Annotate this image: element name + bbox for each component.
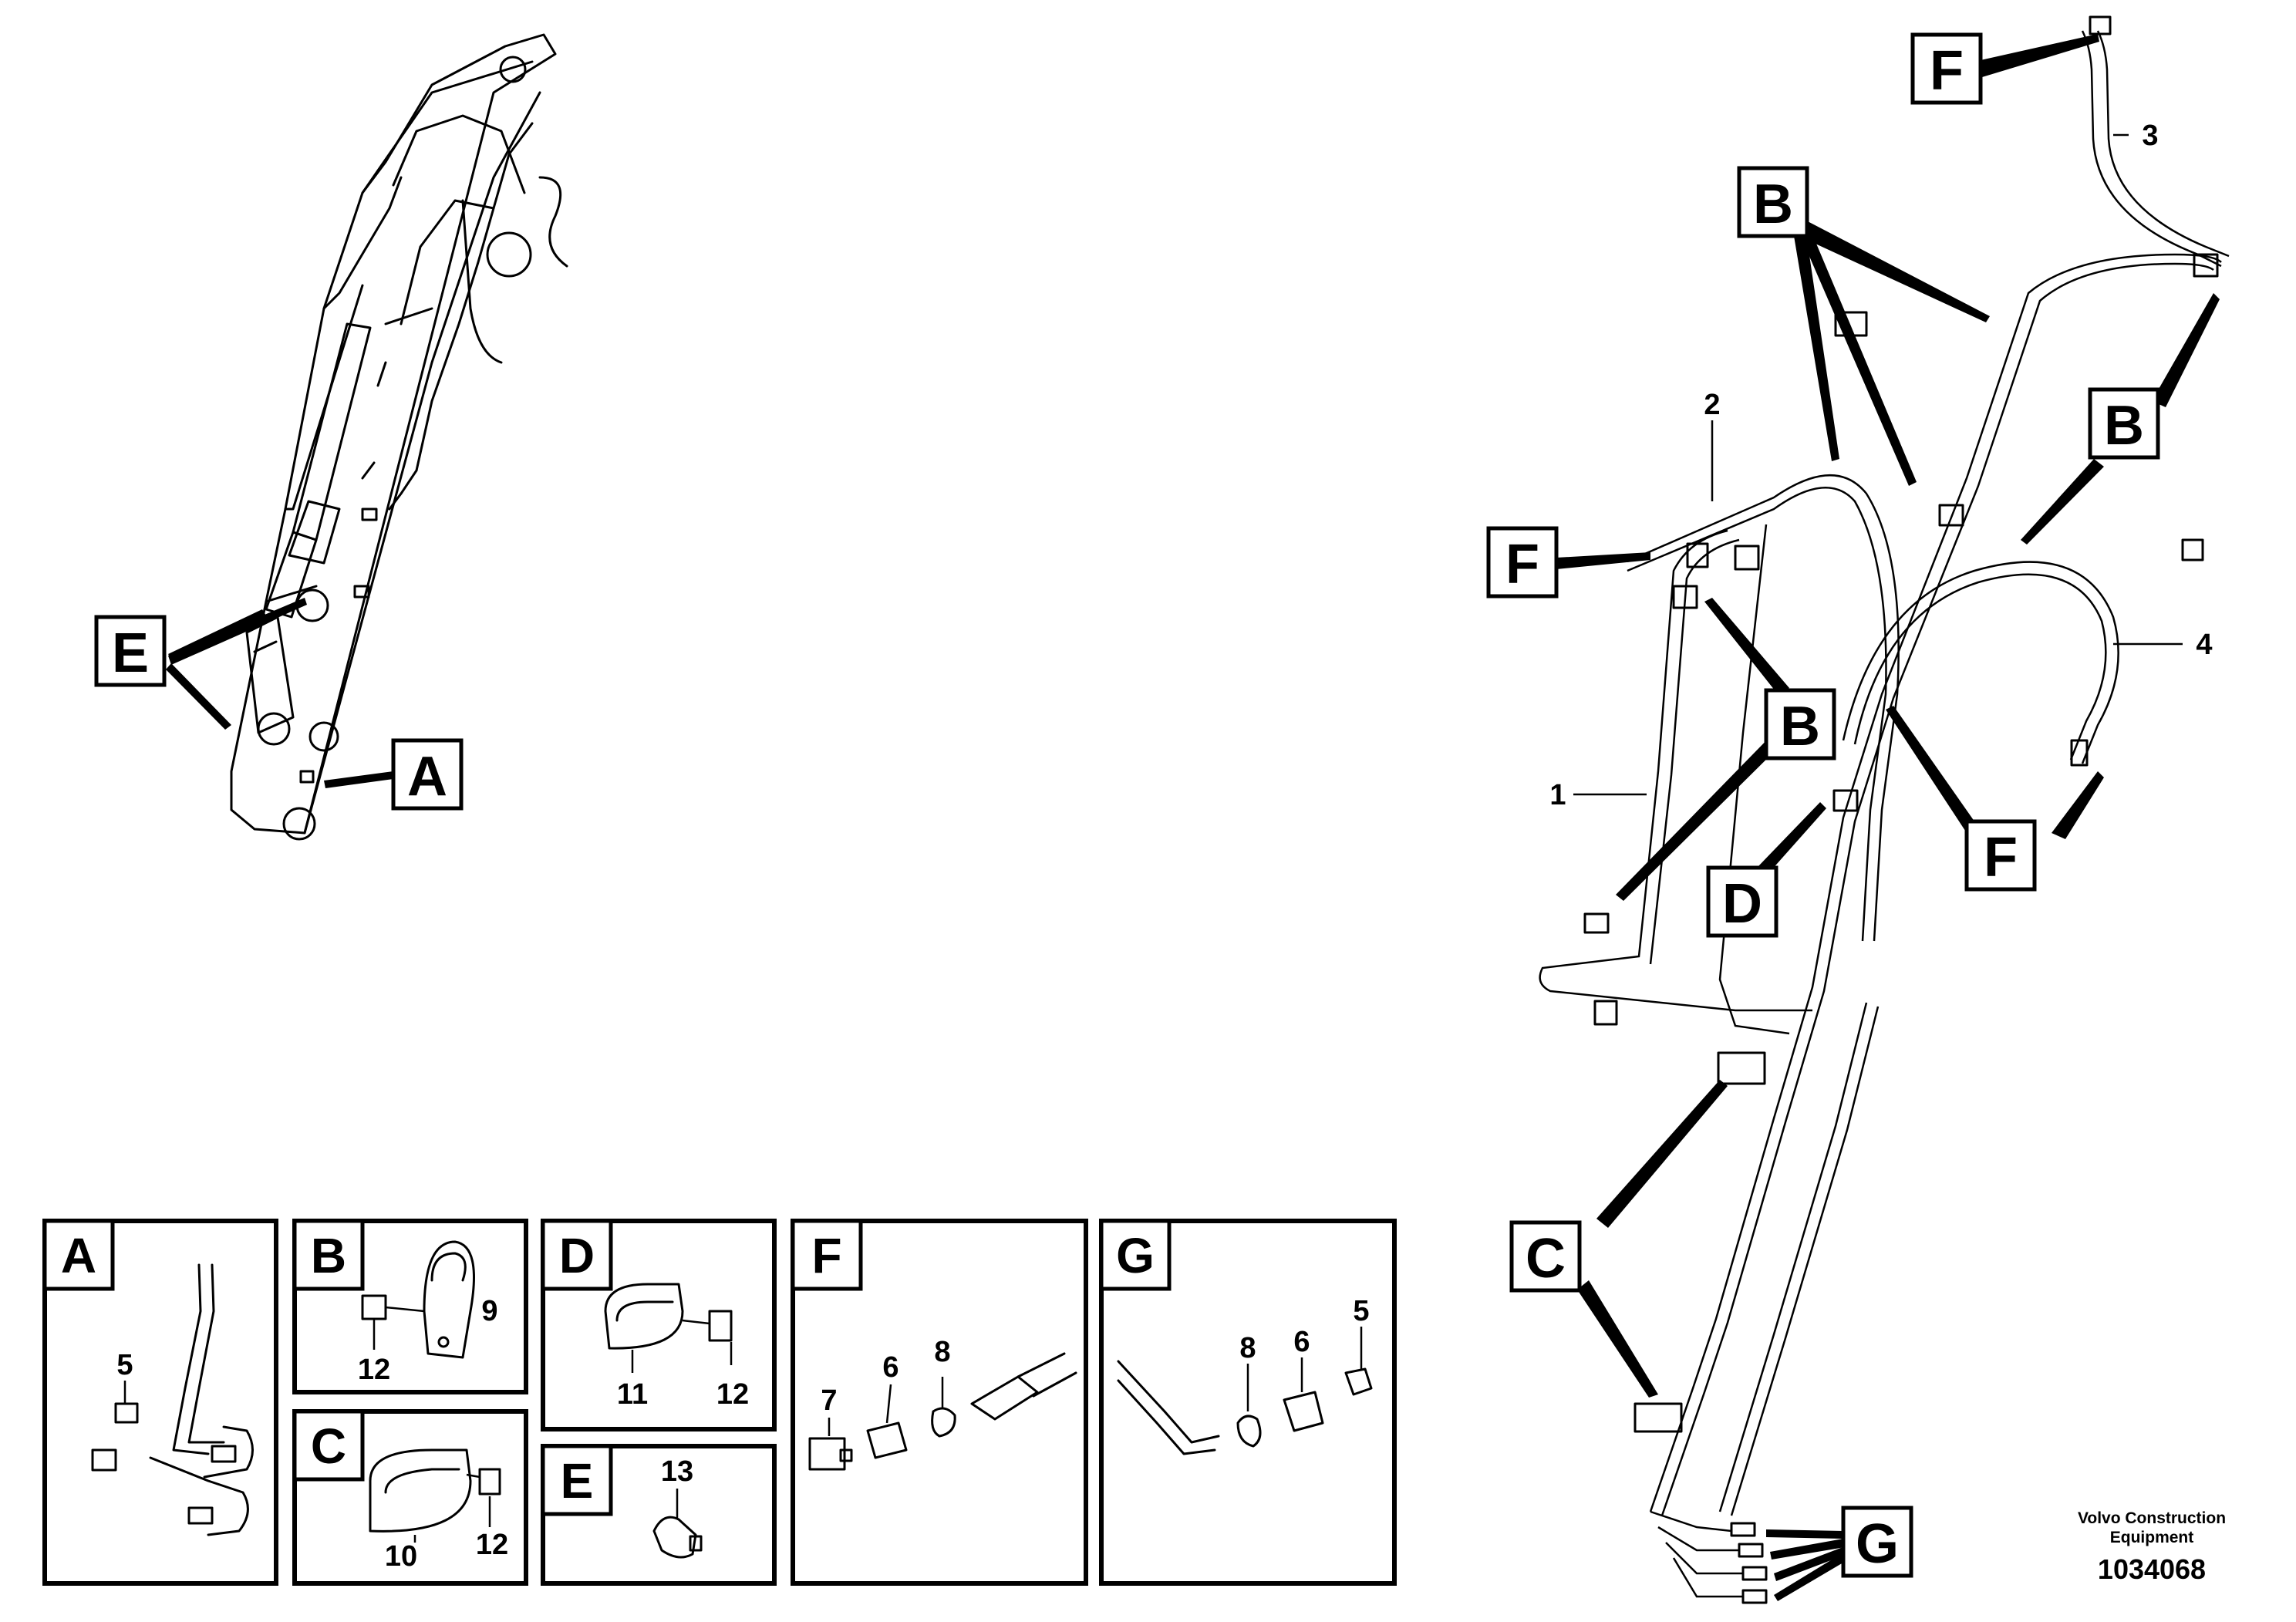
item-number-6: 6 bbox=[882, 1351, 899, 1384]
callout-f-top: F bbox=[1910, 32, 1983, 105]
svg-text:C: C bbox=[1526, 1228, 1566, 1290]
detail-panel-b: B 12 9 bbox=[292, 1219, 528, 1394]
item-number-13: 13 bbox=[661, 1455, 693, 1488]
hose-routing-illustration bbox=[1539, 15, 2230, 1604]
callout-b-top: B bbox=[1737, 166, 1809, 238]
svg-text:A: A bbox=[407, 746, 447, 808]
item-number-12: 12 bbox=[358, 1354, 390, 1386]
document-number: 1034068 bbox=[2098, 1553, 2206, 1585]
detail-panel-d: D 11 12 bbox=[541, 1219, 777, 1431]
callout-b-mid: B bbox=[1764, 688, 1836, 760]
svg-text:G: G bbox=[1116, 1228, 1155, 1283]
svg-text:A: A bbox=[61, 1228, 96, 1283]
item-number-5: 5 bbox=[116, 1349, 133, 1381]
callout-e: E bbox=[94, 615, 167, 687]
svg-text:B: B bbox=[1753, 174, 1793, 235]
boom-arm-illustration bbox=[230, 33, 568, 841]
callout-f-right: F bbox=[1964, 819, 2037, 892]
item-number-7: 7 bbox=[821, 1384, 837, 1417]
item-number-12: 12 bbox=[476, 1529, 508, 1561]
svg-text:C: C bbox=[311, 1418, 346, 1474]
callout-f-left: F bbox=[1486, 526, 1559, 599]
detail-panel-f: F 7 6 8 bbox=[791, 1219, 1088, 1586]
item-number-12: 12 bbox=[716, 1378, 749, 1411]
item-number-5: 5 bbox=[1353, 1295, 1369, 1327]
svg-text:F: F bbox=[1930, 40, 1964, 102]
item-number-10: 10 bbox=[385, 1540, 417, 1573]
svg-text:G: G bbox=[1856, 1513, 1899, 1575]
detail-panel-g: G 8 6 5 bbox=[1099, 1219, 1397, 1586]
item-number-3: 3 bbox=[2142, 120, 2158, 152]
item-leaders bbox=[1573, 133, 2183, 796]
svg-text:D: D bbox=[559, 1228, 595, 1283]
item-number-2: 2 bbox=[1704, 389, 1720, 421]
callout-a: A bbox=[391, 738, 464, 811]
svg-text:F: F bbox=[1984, 827, 2018, 889]
item-number-6: 6 bbox=[1293, 1326, 1310, 1358]
svg-text:B: B bbox=[1780, 696, 1820, 757]
callout-c: C bbox=[1509, 1220, 1582, 1293]
svg-text:F: F bbox=[811, 1228, 841, 1283]
detail-panel-e: E 13 bbox=[541, 1444, 777, 1586]
leaders-left bbox=[166, 598, 393, 788]
item-number-1: 1 bbox=[1549, 779, 1566, 811]
brand-line-1: Volvo Construction bbox=[2078, 1509, 2226, 1527]
callout-b-right: B bbox=[2088, 387, 2160, 460]
item-number-8: 8 bbox=[934, 1336, 950, 1368]
svg-text:E: E bbox=[112, 622, 149, 684]
svg-text:B: B bbox=[311, 1228, 346, 1283]
brand-line-2: Equipment bbox=[2110, 1529, 2194, 1546]
item-number-4: 4 bbox=[2196, 629, 2212, 661]
footer-brand: Volvo Construction Equipment 1034068 bbox=[2078, 1509, 2226, 1585]
callout-g: G bbox=[1841, 1506, 1913, 1578]
item-number-9: 9 bbox=[481, 1295, 497, 1327]
callout-d: D bbox=[1706, 865, 1778, 938]
item-number-8: 8 bbox=[1239, 1332, 1256, 1364]
svg-text:D: D bbox=[1722, 873, 1762, 935]
leaders-right bbox=[1556, 34, 2220, 1601]
item-number-11: 11 bbox=[617, 1378, 648, 1411]
detail-panel-c: C 10 12 bbox=[292, 1409, 528, 1586]
detail-panel-a: A 5 bbox=[42, 1219, 278, 1586]
svg-text:B: B bbox=[2104, 395, 2144, 457]
svg-text:E: E bbox=[561, 1453, 594, 1509]
svg-text:F: F bbox=[1505, 534, 1539, 595]
